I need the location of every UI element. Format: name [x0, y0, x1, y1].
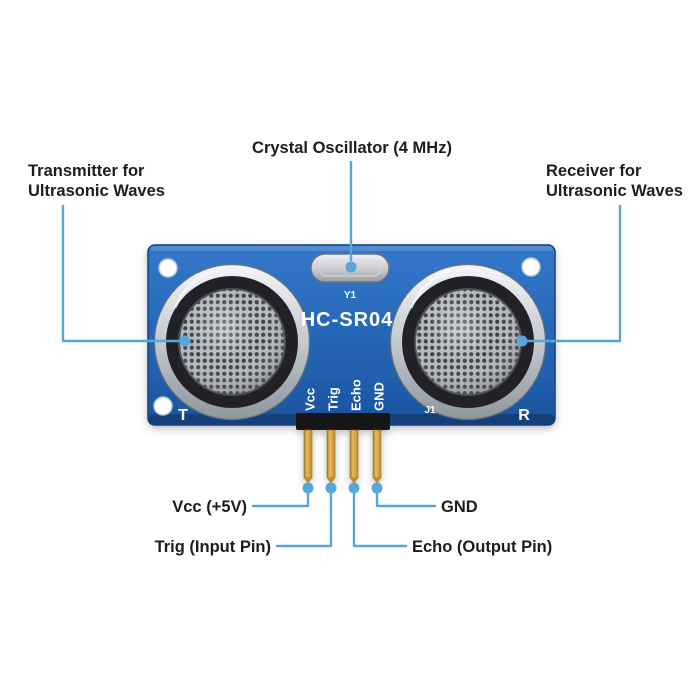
- mounting-hole-top-right: [521, 257, 541, 277]
- transducer-highlight: [173, 268, 216, 309]
- pin-vcc: [303, 429, 313, 484]
- leader-line: [525, 204, 622, 343]
- vcc-annotation-label: Vcc (+5V): [172, 498, 247, 516]
- pin-trig: [326, 429, 336, 484]
- pin-silk-vcc: Vcc: [303, 388, 318, 411]
- annotation-crystal: Crystal Oscillator (4 MHz): [252, 139, 452, 273]
- leader-dot: [302, 482, 314, 494]
- trig-annotation-label: Trig (Input Pin): [155, 538, 271, 556]
- leader-dot: [325, 482, 337, 494]
- leader-line: [251, 491, 310, 508]
- mounting-hole-bottom-left: [153, 396, 173, 416]
- annotation-gnd: GND: [371, 482, 478, 516]
- annotation-receiver: Receiver for Ultrasonic Waves: [516, 162, 683, 347]
- gnd-annotation-label: GND: [441, 498, 478, 516]
- mounting-hole-top-left: [158, 258, 178, 278]
- board-name-text: HC-SR04: [301, 309, 394, 331]
- transducer-transmitter: [153, 263, 311, 421]
- transmitter-annotation-line1: Transmitter for: [28, 162, 145, 180]
- annotation-echo: Echo (Output Pin): [348, 482, 552, 556]
- connector-ref-text: J1: [424, 405, 436, 416]
- transmitter-mark-text: T: [178, 407, 188, 424]
- pin-header-block: [296, 413, 390, 430]
- echo-annotation-label: Echo (Output Pin): [412, 538, 552, 556]
- leader-dot: [516, 335, 528, 347]
- receiver-mark-text: R: [518, 407, 530, 424]
- transducer-highlight: [409, 268, 452, 309]
- pin-silk-gnd: GND: [372, 382, 387, 411]
- leader-dot: [371, 482, 383, 494]
- pin-gnd: [372, 429, 382, 484]
- pin-silk-echo: Echo: [349, 379, 364, 411]
- leader-dot: [345, 261, 357, 273]
- leader-dot: [179, 335, 191, 347]
- pin-silk-trig: Trig: [326, 387, 341, 411]
- transmitter-annotation-line2: Ultrasonic Waves: [28, 182, 165, 200]
- receiver-annotation-line1: Receiver for: [546, 162, 642, 180]
- crystal-annotation-label: Crystal Oscillator (4 MHz): [252, 139, 452, 157]
- crystal-ref-text: Y1: [344, 290, 357, 301]
- sensor-module: Y1 HC-SR04 T R J1 Vcc Trig Echo GND: [147, 244, 556, 484]
- leader-line: [275, 491, 333, 548]
- transducer-receiver: [389, 263, 547, 421]
- leader-line: [352, 491, 408, 548]
- receiver-annotation-line2: Ultrasonic Waves: [546, 182, 683, 200]
- pin-echo: [349, 429, 359, 484]
- annotation-trig: Trig (Input Pin): [155, 482, 337, 556]
- annotation-vcc: Vcc (+5V): [172, 482, 314, 516]
- leader-line: [61, 204, 182, 343]
- leader-line: [375, 491, 437, 508]
- leader-dot: [348, 482, 360, 494]
- annotation-transmitter: Transmitter for Ultrasonic Waves: [28, 162, 191, 347]
